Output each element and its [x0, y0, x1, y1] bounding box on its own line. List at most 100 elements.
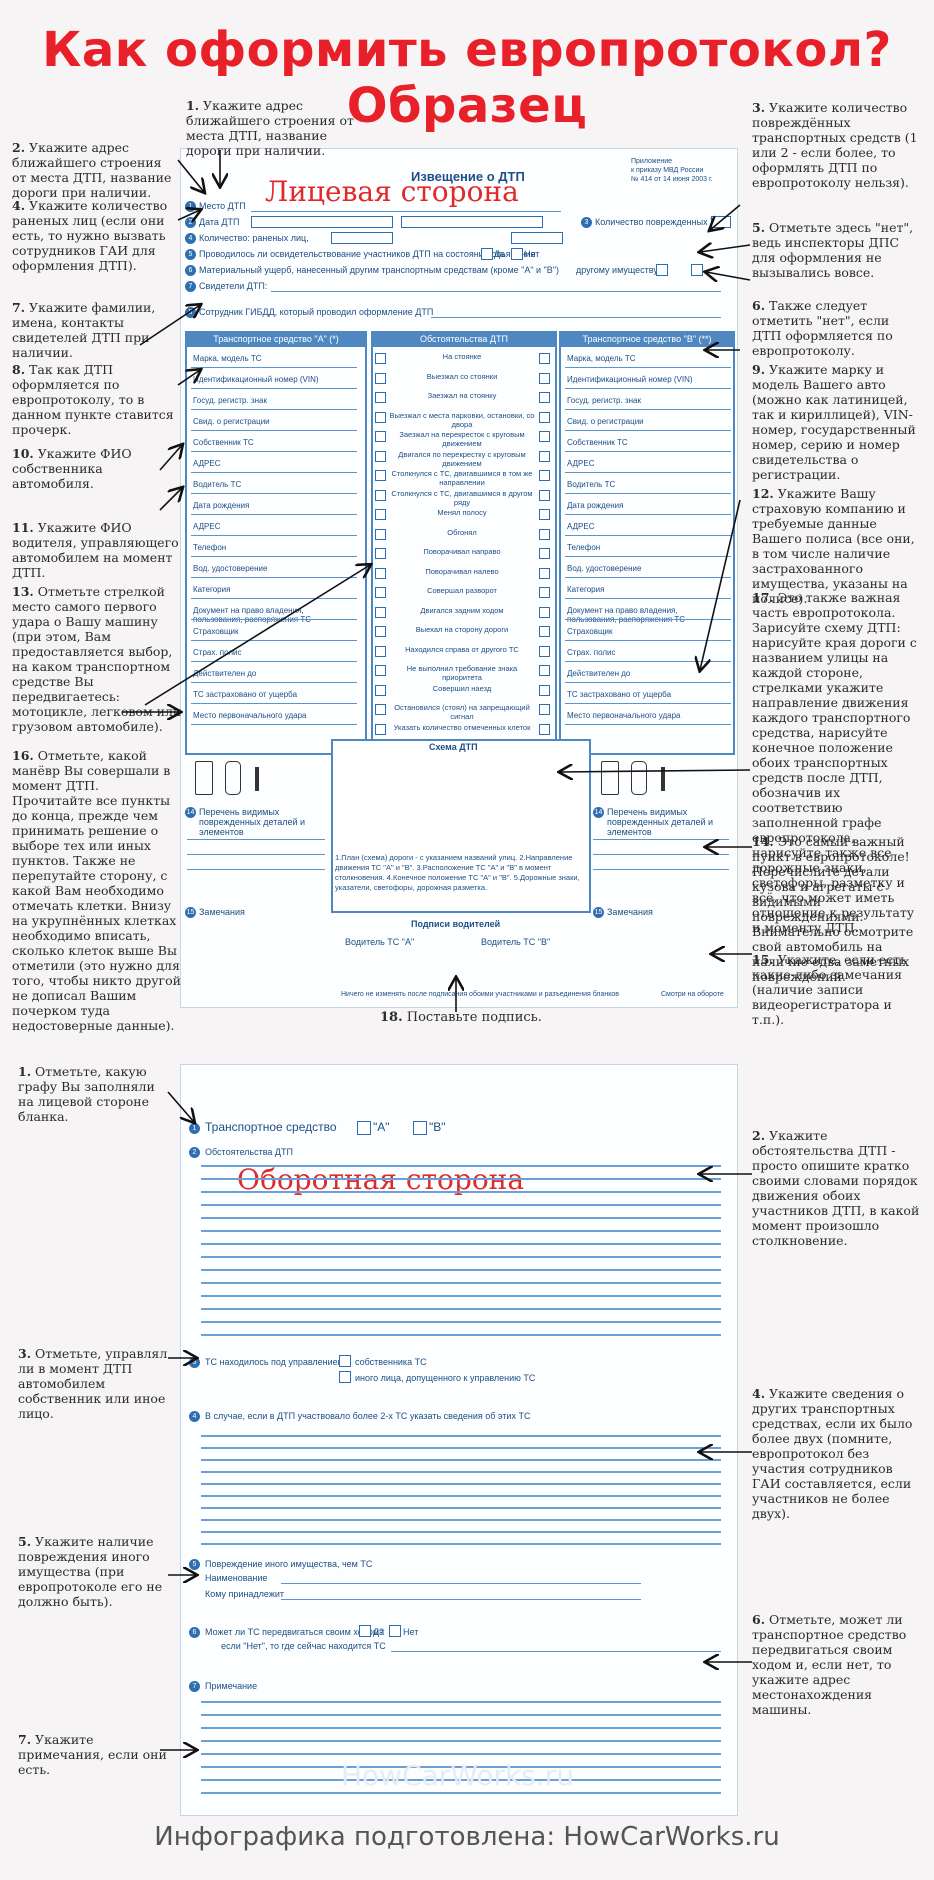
writing-line[interactable] — [201, 1204, 721, 1206]
writing-line[interactable] — [201, 1165, 721, 1167]
vehicle-field-line[interactable] — [565, 577, 731, 578]
other-person-checkbox[interactable] — [339, 1371, 351, 1383]
vehicle-field-line[interactable] — [565, 640, 731, 641]
circumstance-a-checkbox[interactable] — [375, 489, 386, 501]
vehicle-field-line[interactable] — [191, 724, 357, 725]
circumstance-b-checkbox[interactable] — [539, 665, 550, 676]
circumstance-b-checkbox[interactable] — [539, 353, 550, 364]
writing-line[interactable] — [201, 1295, 721, 1297]
vehicle-field-line[interactable] — [565, 661, 731, 662]
circumstance-b-checkbox[interactable] — [539, 372, 550, 384]
vehicle-field-line[interactable] — [565, 682, 731, 683]
writing-line[interactable] — [201, 1321, 721, 1323]
circumstance-a-checkbox[interactable] — [375, 645, 386, 657]
vehicle-field-line[interactable] — [565, 367, 731, 368]
writing-line[interactable] — [201, 1531, 721, 1533]
circumstance-a-checkbox[interactable] — [375, 509, 386, 520]
writing-line[interactable] — [201, 1701, 721, 1703]
vehicle-field-line[interactable] — [565, 514, 731, 515]
vehicle-field-line[interactable] — [191, 556, 357, 557]
writing-line[interactable] — [201, 1740, 721, 1742]
circumstance-a-checkbox[interactable] — [375, 704, 386, 715]
scheme-box[interactable] — [331, 739, 591, 913]
vehicle-field-line[interactable] — [191, 682, 357, 683]
vehicle-field-line[interactable] — [565, 703, 731, 704]
intox-yes-checkbox[interactable] — [481, 248, 493, 260]
vehicle-field-line[interactable] — [565, 535, 731, 536]
vehicle-field-line[interactable] — [565, 451, 731, 452]
circumstance-a-checkbox[interactable] — [375, 684, 386, 696]
circumstance-b-checkbox[interactable] — [539, 704, 550, 715]
signature-a[interactable]: Водитель ТС "А" — [345, 937, 415, 947]
writing-line[interactable] — [201, 1792, 721, 1794]
circumstance-b-checkbox[interactable] — [539, 548, 550, 559]
vehicle-field-line[interactable] — [565, 430, 731, 431]
circumstance-b-checkbox[interactable] — [539, 723, 550, 735]
writing-line[interactable] — [201, 1714, 721, 1716]
move-yes-checkbox[interactable] — [359, 1625, 371, 1637]
vehicle-field-line[interactable] — [565, 472, 731, 473]
circumstance-a-checkbox[interactable] — [375, 411, 386, 423]
intox-no-checkbox[interactable] — [511, 248, 523, 260]
vehicle-field-line[interactable] — [191, 619, 357, 620]
vehicle-field-line[interactable] — [191, 661, 357, 662]
owner-checkbox[interactable] — [339, 1355, 351, 1367]
signature-b[interactable]: Водитель ТС "В" — [481, 937, 551, 947]
writing-line[interactable] — [201, 1495, 721, 1497]
circumstance-b-checkbox[interactable] — [539, 392, 550, 403]
circumstance-b-checkbox[interactable] — [539, 450, 550, 462]
writing-line[interactable] — [201, 1269, 721, 1271]
circumstance-b-checkbox[interactable] — [539, 411, 550, 423]
writing-line[interactable] — [201, 1483, 721, 1485]
vehicle-field-line[interactable] — [191, 703, 357, 704]
writing-line[interactable] — [201, 1779, 721, 1781]
vehicle-field-line[interactable] — [191, 577, 357, 578]
circumstance-b-checkbox[interactable] — [539, 626, 550, 637]
vehicle-field-line[interactable] — [565, 556, 731, 557]
circumstance-a-checkbox[interactable] — [375, 431, 386, 442]
writing-line[interactable] — [201, 1459, 721, 1461]
circumstance-a-checkbox[interactable] — [375, 450, 386, 462]
writing-line[interactable] — [201, 1243, 721, 1245]
circumstance-b-checkbox[interactable] — [539, 528, 550, 540]
circumstance-b-checkbox[interactable] — [539, 645, 550, 657]
vehicle-field-line[interactable] — [191, 388, 357, 389]
vehicle-field-line[interactable] — [191, 451, 357, 452]
back-vehicle-b-checkbox[interactable] — [413, 1121, 427, 1135]
dead-box[interactable] — [511, 232, 563, 244]
circumstance-a-checkbox[interactable] — [375, 372, 386, 384]
move-no-checkbox[interactable] — [389, 1625, 401, 1637]
circumstance-b-checkbox[interactable] — [539, 470, 550, 481]
vehicle-field-line[interactable] — [565, 388, 731, 389]
writing-line[interactable] — [201, 1471, 721, 1473]
back-vehicle-a-checkbox[interactable] — [357, 1121, 371, 1135]
circumstance-a-checkbox[interactable] — [375, 353, 386, 364]
vehicle-field-line[interactable] — [191, 367, 357, 368]
circumstance-a-checkbox[interactable] — [375, 723, 386, 735]
vehicle-field-line[interactable] — [191, 409, 357, 410]
vehicle-field-line[interactable] — [565, 724, 731, 725]
circumstance-a-checkbox[interactable] — [375, 470, 386, 481]
circumstance-a-checkbox[interactable] — [375, 665, 386, 676]
circumstance-b-checkbox[interactable] — [539, 509, 550, 520]
circumstance-b-checkbox[interactable] — [539, 587, 550, 598]
writing-line[interactable] — [201, 1447, 721, 1449]
writing-line[interactable] — [201, 1766, 721, 1768]
vehicle-field-line[interactable] — [565, 598, 731, 599]
injured-box[interactable] — [331, 232, 393, 244]
damage-yes-checkbox[interactable] — [656, 264, 668, 276]
writing-line[interactable] — [201, 1178, 721, 1180]
circumstance-a-checkbox[interactable] — [375, 528, 386, 540]
vehicle-field-line[interactable] — [565, 493, 731, 494]
writing-line[interactable] — [201, 1217, 721, 1219]
circumstance-a-checkbox[interactable] — [375, 567, 386, 579]
writing-line[interactable] — [201, 1543, 721, 1545]
circumstance-b-checkbox[interactable] — [539, 606, 550, 618]
writing-line[interactable] — [201, 1753, 721, 1755]
circumstance-a-checkbox[interactable] — [375, 626, 386, 637]
vehicle-field-line[interactable] — [565, 619, 731, 620]
writing-line[interactable] — [201, 1334, 721, 1336]
circumstance-a-checkbox[interactable] — [375, 606, 386, 618]
writing-line[interactable] — [201, 1191, 721, 1193]
vehicle-field-line[interactable] — [191, 640, 357, 641]
